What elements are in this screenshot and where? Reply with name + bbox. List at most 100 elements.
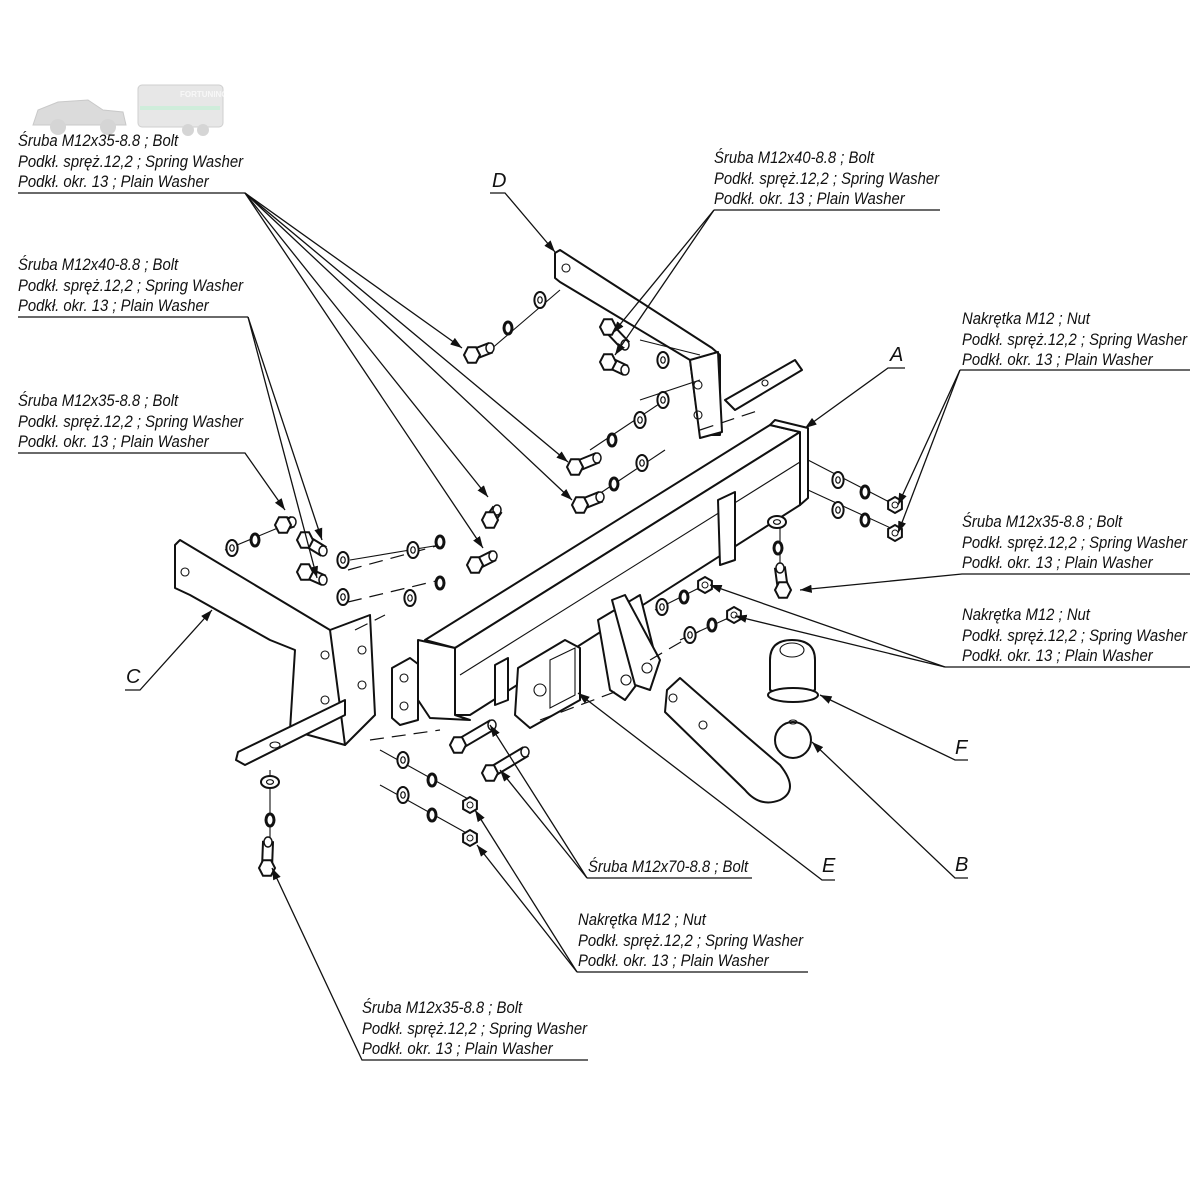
plain-washer-icon	[406, 541, 420, 559]
callout-line: Podkł. spręż.12,2 ; Spring Washer	[18, 152, 244, 171]
nut-hole	[466, 801, 474, 809]
spring-washer-icon	[859, 512, 871, 528]
callout-line: Podkł. okr. 13 ; Plain Washer	[18, 173, 209, 191]
plain-washer-icon	[767, 515, 787, 529]
bolt-tip	[775, 562, 785, 574]
hex-nut-icon	[462, 795, 478, 815]
ball-mount-bracket	[597, 594, 661, 701]
left-bracket-c	[174, 539, 376, 766]
spring-washer-icon	[678, 589, 690, 605]
washer-hole	[537, 296, 543, 304]
bolt-tip	[263, 836, 273, 848]
plain-washer-icon	[260, 775, 280, 789]
nut-hole	[466, 834, 474, 842]
ball-neck-b	[664, 677, 812, 804]
plain-washer-icon	[683, 626, 697, 644]
callout-line: Podkł. okr. 13 ; Plain Washer	[962, 647, 1153, 665]
callout-line: Podkł. spręż.12,2 ; Spring Washer	[362, 1019, 588, 1038]
part-label-c: C	[126, 666, 141, 688]
callout-right-bolt: Śruba M12x35-8.8 ; Bolt Podkł. spręż.12,…	[962, 512, 1187, 574]
bolt-tip	[520, 746, 530, 758]
callout-line: Podkł. spręż.12,2 ; Spring Washer	[714, 169, 940, 188]
spring-washer-icon	[426, 772, 438, 788]
washer-hole	[340, 556, 346, 564]
bolt-head-icon	[598, 318, 618, 336]
bolt-head-icon	[465, 556, 485, 574]
plain-washer-icon	[831, 501, 845, 519]
bolt-tip	[620, 364, 630, 376]
spring-washer-icon	[426, 807, 438, 823]
callout-line: Podkł. okr. 13 ; Plain Washer	[714, 190, 905, 208]
hex-nut-icon	[887, 495, 903, 515]
bolt-tip	[485, 342, 495, 354]
spring-washer-icon	[859, 484, 871, 500]
callout-line: Podkł. okr. 13 ; Plain Washer	[18, 433, 209, 451]
spring-washer-icon	[249, 532, 261, 548]
plain-washer-icon	[533, 291, 547, 309]
spring-washer-icon	[608, 476, 620, 492]
washer-hole	[772, 519, 782, 525]
plain-washer-icon	[403, 589, 417, 607]
washer-hole	[835, 506, 841, 514]
bolt-head-icon	[598, 353, 618, 371]
washer-hole	[639, 459, 645, 467]
washer-hole	[835, 476, 841, 484]
plain-washer-icon	[635, 454, 649, 472]
washer-hole	[265, 779, 275, 785]
part-label-d: D	[492, 170, 507, 192]
callout-line: Śruba M12x40-8.8 ; Bolt	[714, 149, 875, 167]
part-label-b: B	[955, 854, 969, 876]
spring-washer-icon	[434, 534, 446, 550]
plain-washer-icon	[633, 411, 647, 429]
callout-line: Podkł. okr. 13 ; Plain Washer	[962, 351, 1153, 369]
fortuning-logo	[32, 84, 224, 136]
callout-lower-left: Śruba M12x35-8.8 ; Bolt Podkł. spręż.12,…	[18, 391, 243, 453]
callout-top-left: Śruba M12x35-8.8 ; Bolt Podkł. spręż.12,…	[18, 131, 243, 193]
plain-washer-icon	[656, 351, 670, 369]
hex-nut-icon	[697, 575, 713, 595]
plain-washer-icon	[336, 551, 350, 569]
part-label-a: A	[890, 344, 904, 366]
bolt-tip	[592, 452, 602, 464]
crossbar-a	[417, 419, 809, 721]
bolt-tip	[318, 545, 328, 557]
bolt-head-icon	[462, 346, 482, 364]
plain-washer-icon	[656, 391, 670, 409]
callout-bottom-nut: Nakrętka M12 ; Nut Podkł. spręż.12,2 ; S…	[578, 910, 803, 972]
spring-washer-icon	[502, 320, 514, 336]
plain-washer-icon	[655, 598, 669, 616]
callout-line: Śruba M12x35-8.8 ; Bolt	[962, 513, 1123, 531]
callout-line: Nakrętka M12 ; Nut	[962, 606, 1090, 624]
washer-hole	[229, 544, 235, 552]
watermark-brand: FORTUNING	[180, 90, 228, 99]
callout-line: Podkł. spręż.12,2 ; Spring Washer	[962, 626, 1188, 645]
bolt-head-icon	[480, 511, 500, 529]
callout-line: Śruba M12x70-8.8 ; Bolt	[588, 858, 749, 876]
callout-line: Podkł. spręż.12,2 ; Spring Washer	[18, 276, 244, 295]
washer-hole	[660, 396, 666, 404]
callout-line: Nakrętka M12 ; Nut	[962, 310, 1090, 328]
washer-hole	[400, 756, 406, 764]
bolt-tip	[318, 574, 328, 586]
plain-washer-icon	[225, 539, 239, 557]
nut-hole	[701, 581, 709, 589]
callout-line: Podkł. spręż.12,2 ; Spring Washer	[962, 533, 1188, 552]
washer-hole	[400, 791, 406, 799]
plain-washer-icon	[336, 588, 350, 606]
callout-bottom-left-bolt: Śruba M12x35-8.8 ; Bolt Podkł. spręż.12,…	[362, 998, 587, 1060]
right-bracket-d	[554, 249, 803, 439]
spring-washer-icon	[264, 812, 276, 828]
leader-lines	[18, 192, 1190, 1061]
part-label-f: F	[955, 737, 968, 759]
bolt-head-icon	[257, 859, 277, 877]
bolt-tip	[488, 550, 498, 562]
callout-right-nut-top: Nakrętka M12 ; Nut Podkł. spręż.12,2 ; S…	[962, 309, 1187, 371]
washer-hole	[410, 546, 416, 554]
callout-top-center: Śruba M12x40-8.8 ; Bolt Podkł. spręż.12,…	[714, 148, 939, 210]
spring-washer-icon	[706, 617, 718, 633]
callout-line: Śruba M12x35-8.8 ; Bolt	[18, 132, 179, 150]
bolt-head-icon	[480, 764, 500, 782]
bolt-head-icon	[273, 516, 293, 534]
washer-hole	[340, 593, 346, 601]
callout-bolt-m12x70: Śruba M12x70-8.8 ; Bolt	[588, 857, 748, 878]
